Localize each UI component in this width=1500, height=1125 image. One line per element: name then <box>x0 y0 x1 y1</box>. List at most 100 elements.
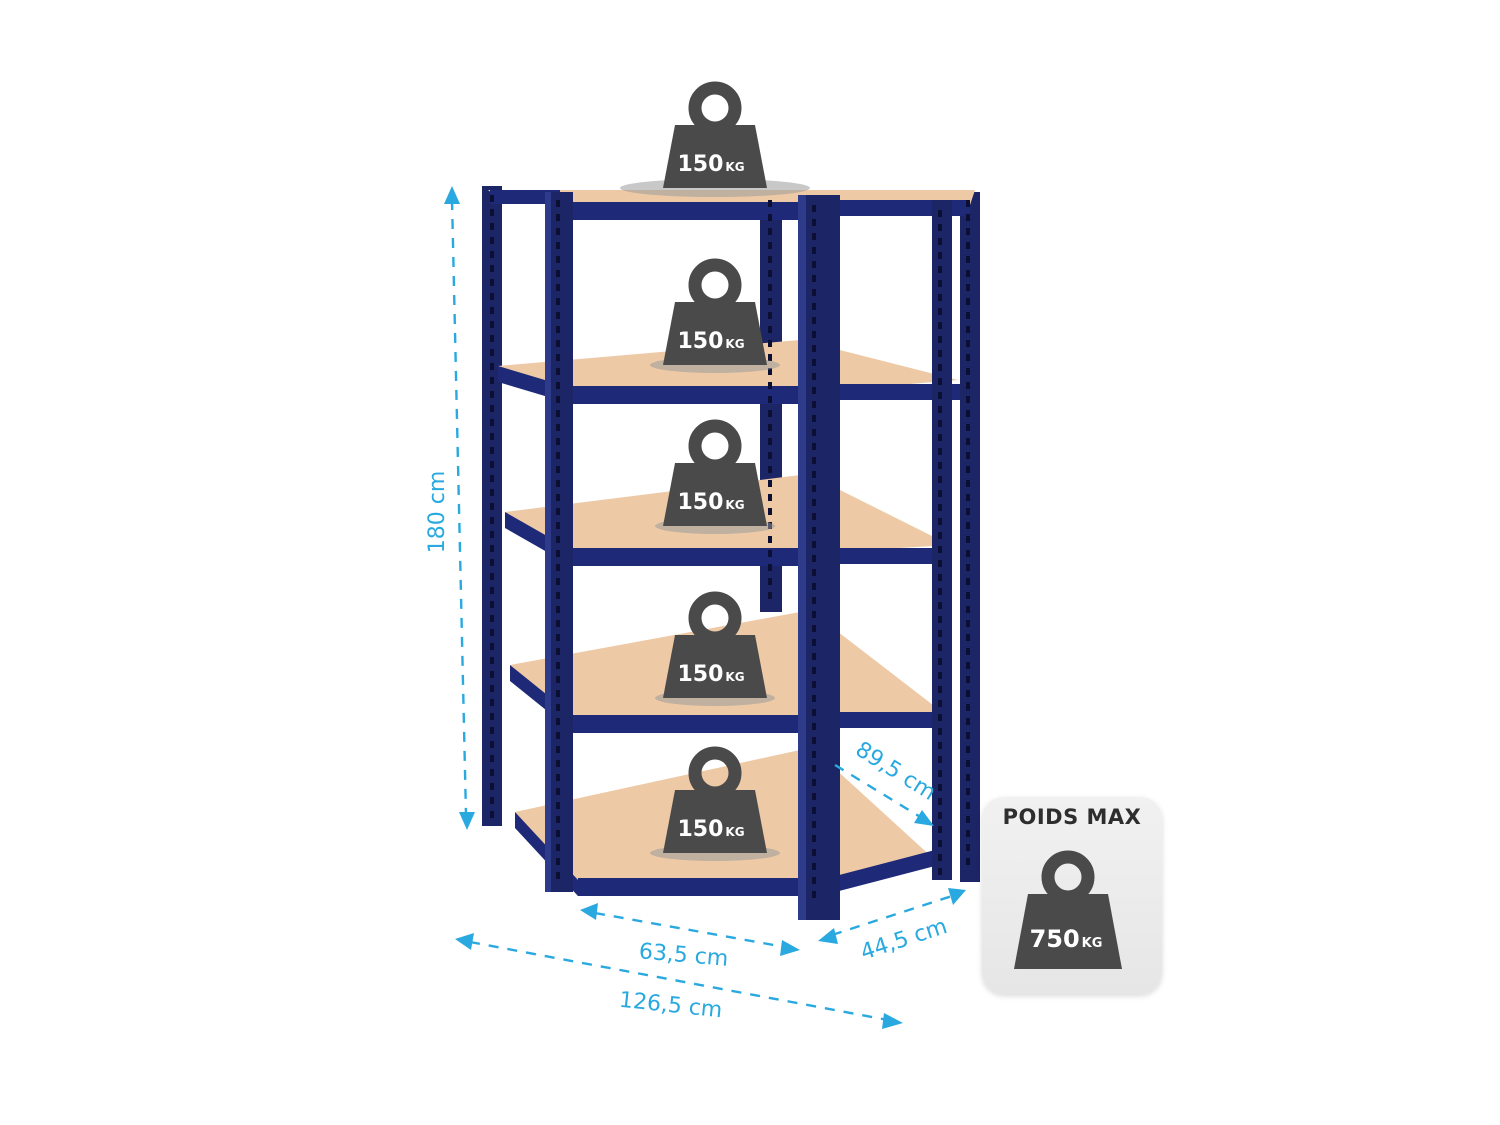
post-slot <box>768 466 772 473</box>
post-slot <box>556 634 560 641</box>
post-slot <box>556 354 560 361</box>
post-slot <box>966 634 970 641</box>
post-slot <box>812 401 816 408</box>
post-slot <box>556 816 560 823</box>
dimension-height: 180 cm <box>425 186 475 830</box>
post-slot <box>938 812 942 819</box>
post-slot <box>812 723 816 730</box>
post-slot <box>966 704 970 711</box>
post-slot <box>556 326 560 333</box>
post-slot <box>966 396 970 403</box>
post-slot <box>490 251 494 258</box>
post-slot <box>966 662 970 669</box>
shelf-load-value: 150 <box>677 490 723 515</box>
post-slot <box>490 223 494 230</box>
post-slot <box>490 629 494 636</box>
post-slot <box>556 648 560 655</box>
post-slot <box>768 298 772 305</box>
post-slot <box>966 354 970 361</box>
post-slot <box>938 266 942 273</box>
post-slot <box>768 284 772 291</box>
post-slot <box>812 485 816 492</box>
post-slot <box>556 550 560 557</box>
post-slot <box>490 475 494 482</box>
shelf-load-value: 150 <box>677 152 723 177</box>
post-slot <box>966 424 970 431</box>
post-slot <box>490 447 494 454</box>
shelf-load-value: 150 <box>677 662 723 687</box>
shelf-load-unit: KG <box>725 498 744 512</box>
post-slot <box>490 503 494 510</box>
post-slot <box>966 816 970 823</box>
post-slot <box>490 433 494 440</box>
post-slot <box>938 672 942 679</box>
arrow-icon <box>914 810 934 826</box>
post-slot <box>938 322 942 329</box>
post-slot <box>768 326 772 333</box>
post-slot <box>966 802 970 809</box>
post-slot <box>966 676 970 683</box>
post-slot <box>490 489 494 496</box>
post-slot <box>490 363 494 370</box>
post-slot <box>556 424 560 431</box>
post-slot <box>556 242 560 249</box>
post-slot <box>938 252 942 259</box>
max-load-title: POIDS MAX <box>1002 805 1142 829</box>
post-slot <box>490 349 494 356</box>
post-slot <box>938 574 942 581</box>
post-slot <box>556 858 560 865</box>
post-slot <box>768 354 772 361</box>
post-slot <box>966 466 970 473</box>
height-label: 180 cm <box>425 471 450 554</box>
post-slot <box>966 550 970 557</box>
post-slot <box>556 452 560 459</box>
total-width-label: 126,5 cm <box>618 988 724 1024</box>
post-slot <box>556 704 560 711</box>
post-slot <box>556 830 560 837</box>
post-slot <box>938 770 942 777</box>
shelf-load-unit: KG <box>725 670 744 684</box>
post-slot <box>966 270 970 277</box>
post-slot <box>966 746 970 753</box>
post-slot <box>556 494 560 501</box>
post-slot <box>938 798 942 805</box>
post-slot <box>768 592 772 599</box>
post-slot <box>938 728 942 735</box>
post-slot <box>556 298 560 305</box>
post-slot <box>768 536 772 543</box>
arrow-right-icon <box>948 888 966 905</box>
shelf-load-unit: KG <box>725 337 744 351</box>
post-slot <box>812 289 816 296</box>
post-slot <box>768 200 772 207</box>
post-slot <box>812 597 816 604</box>
post-slot <box>812 793 816 800</box>
post-slot <box>556 466 560 473</box>
post-slot <box>938 686 942 693</box>
post-slot <box>490 643 494 650</box>
post-slot <box>938 854 942 861</box>
post-slot <box>938 392 942 399</box>
post-slot <box>938 504 942 511</box>
post-slot <box>938 434 942 441</box>
post-slot <box>768 550 772 557</box>
post-slot <box>966 760 970 767</box>
post-slot <box>812 443 816 450</box>
post-slot <box>812 583 816 590</box>
max-load-value: 750 <box>1030 925 1080 953</box>
post-slot <box>938 560 942 567</box>
dimension-front-width: 63,5 cm <box>580 903 800 972</box>
post-slot <box>812 639 816 646</box>
post-slot <box>556 438 560 445</box>
post-slot <box>812 527 816 534</box>
post-slot <box>966 200 970 207</box>
post-slot <box>812 625 816 632</box>
post-slot <box>490 671 494 678</box>
post-slot <box>938 518 942 525</box>
post-slot <box>938 280 942 287</box>
post-slot <box>938 658 942 665</box>
post-slot <box>556 312 560 319</box>
